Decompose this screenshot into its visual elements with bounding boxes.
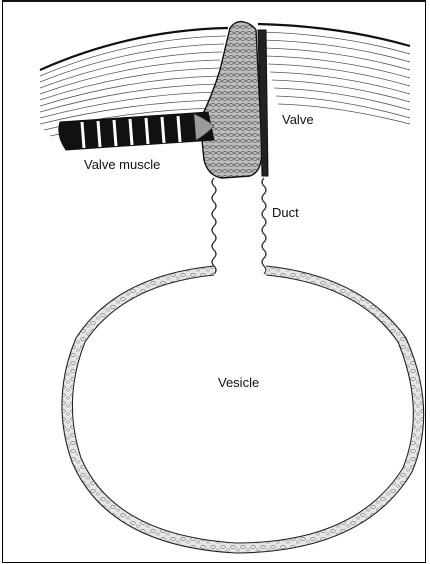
vesicle-outline-inner: [72, 275, 413, 543]
valve-plug: [200, 22, 262, 178]
label-valve: Valve: [282, 112, 314, 127]
duct: [212, 178, 266, 274]
right-skin-layers: [258, 24, 410, 124]
vesicle-wall: [67, 270, 419, 548]
label-vesicle: Vesicle: [218, 375, 259, 390]
label-duct: Duct: [272, 205, 299, 220]
valve-muscle: [59, 112, 214, 150]
label-valve-muscle: Valve muscle: [84, 157, 160, 172]
